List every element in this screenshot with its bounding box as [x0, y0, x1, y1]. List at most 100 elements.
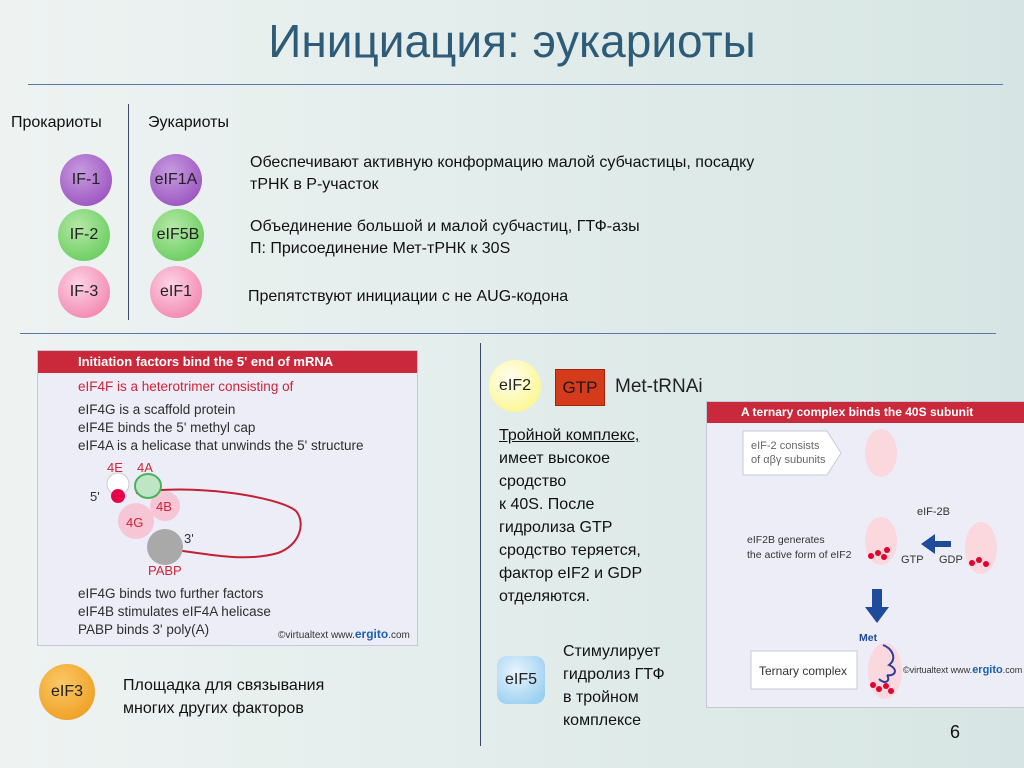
ternary-line-8: отделяются. [499, 585, 642, 608]
figure-left-line-1: eIF4F is a heterotrimer consisting of [78, 379, 293, 394]
ternary-line-6: сродство теряется, [499, 539, 642, 562]
ternary-line-3: сродство [499, 470, 642, 493]
cap-dot [111, 489, 125, 503]
label-4a: 4A [137, 461, 153, 475]
eif5-line-1: Стимулирует [563, 640, 665, 663]
gen-line2: the active form of eIF2 [747, 549, 852, 561]
label-4g: 4G [126, 515, 143, 530]
eif2-consists-line1: eIF-2 consists [751, 440, 820, 452]
row3-description: Препятствуют инициации с не AUG-кодона [248, 286, 568, 308]
eif3-line-2: многих других факторов [123, 697, 324, 720]
ternary-dot-2 [876, 686, 882, 692]
figure-left-line-4: eIF4A is a helicase that unwinds the 5' … [78, 438, 363, 453]
figure-left-credit: ©virtualtext www.ergito.com [278, 627, 410, 641]
eif5-circle: eIF5 [497, 656, 545, 704]
eif2-arrow-shape [743, 431, 841, 475]
left-arrow-icon [921, 534, 951, 554]
eif1a-circle: eIF1A [150, 154, 202, 206]
gdp-dot-3 [983, 561, 989, 567]
ternary-line-1: Тройной комплекс, [499, 424, 642, 447]
row1-desc-line1: Обеспечивают активную конформацию малой … [250, 152, 754, 174]
gdp-dot-2 [976, 557, 982, 563]
eif5b-label: eIF5B [157, 226, 200, 244]
eif2-gdp-oval [965, 522, 997, 574]
eif2-consists-line2: of αβγ subunits [751, 454, 826, 466]
eif2-circle: eIF2 [489, 360, 541, 412]
mrna-diagram: 4E 4A 5' 4B 4G 3' PABP [38, 461, 417, 591]
if2-label: IF-2 [70, 226, 98, 244]
figure-left-bottom-1: eIF4G binds two further factors [78, 586, 263, 601]
ternary-line-5: гидролиза GTP [499, 516, 642, 539]
eif3-description: Площадка для связывания многих других фа… [123, 674, 324, 720]
eif2-oval [865, 429, 897, 477]
met-label: Met [859, 632, 878, 644]
if3-circle: IF-3 [58, 266, 110, 318]
credit-ergito-right: ergito [972, 664, 1003, 676]
column-divider [128, 104, 129, 320]
ternary-oval [868, 643, 902, 699]
eif5-description: Стимулирует гидролиз ГТФ в тройном компл… [563, 640, 665, 732]
gtp-label: GTP [563, 378, 598, 398]
eif5b-circle: eIF5B [152, 209, 204, 261]
bottom-divider [480, 343, 481, 746]
ternary-line-4: к 40S. После [499, 493, 642, 516]
if1-circle: IF-1 [60, 154, 112, 206]
eif1-circle: eIF1 [150, 266, 202, 318]
credit-com: .com [388, 630, 410, 641]
page-title: Инициация: эукариоты [0, 14, 1024, 68]
label-5prime: 5' [90, 489, 100, 504]
eif5-label: eIF5 [505, 671, 537, 689]
credit-com-right: .com [1003, 665, 1023, 675]
label-4b: 4B [156, 499, 172, 514]
gtp-box: GTP [555, 369, 605, 406]
eif3-label: eIF3 [51, 683, 83, 701]
gen-line1: eIF2B generates [747, 534, 825, 546]
met-trnai-label: Met-tRNAi [615, 376, 703, 398]
if3-label: IF-3 [70, 283, 98, 301]
figure-left-header: Initiation factors bind the 5' end of mR… [38, 351, 417, 373]
label-4e: 4E [107, 461, 123, 475]
gtp-dot-4 [884, 547, 890, 553]
ternary-dot-4 [888, 688, 894, 694]
figure-left-line-3: eIF4E binds the 5' methyl cap [78, 420, 255, 435]
eif2b-label: eIF-2B [917, 506, 950, 518]
pabp-shape [147, 529, 183, 565]
credit-www: www. [331, 630, 355, 641]
prokaryotes-header: Прокариоты [11, 114, 102, 132]
title-underline [28, 84, 1003, 85]
if1-label: IF-1 [72, 171, 100, 189]
eif5-line-3: в тройном [563, 686, 665, 709]
eif4a-shape [135, 474, 161, 498]
gtp-dot-2 [875, 550, 881, 556]
fig-gdp-label: GDP [939, 554, 963, 566]
row2-desc-line2: П: Присоединение Мет-тРНК к 30S [250, 238, 640, 260]
figure-left-bottom-3: PABP binds 3' poly(A) [78, 622, 209, 637]
eif3-line-1: Площадка для связывания [123, 674, 324, 697]
eif3-circle: eIF3 [39, 664, 95, 720]
row2-description: Объединение большой и малой субчастиц, Г… [250, 216, 640, 260]
figure-left-bottom-2: eIF4B stimulates eIF4A helicase [78, 604, 271, 619]
credit-www-right: www. [951, 665, 973, 675]
page-number: 6 [950, 722, 960, 743]
credit-text: ©virtualtext [278, 630, 328, 641]
eukaryotes-header: Эукариоты [148, 114, 229, 132]
credit-ergito: ergito [355, 627, 388, 641]
section-divider [20, 333, 996, 334]
figure-left-line-2: eIF4G is a scaffold protein [78, 402, 235, 417]
eif5-line-4: комплексе [563, 709, 665, 732]
label-3prime: 3' [184, 531, 194, 546]
row1-description: Обеспечивают активную конформацию малой … [250, 152, 754, 196]
credit-text-right: ©virtualtext [903, 665, 948, 675]
gtp-dot-1 [868, 553, 874, 559]
row3-desc-line1: Препятствуют инициации с не AUG-кодона [248, 286, 568, 308]
label-pabp: PABP [148, 563, 182, 578]
eif1a-label: eIF1A [155, 171, 198, 189]
ternary-line-7: фактор eIF2 и GDP [499, 562, 642, 585]
if2-circle: IF-2 [58, 209, 110, 261]
ternary-dot-3 [883, 683, 889, 689]
ternary-dot-1 [870, 682, 876, 688]
ternary-line-2: имеет высокое [499, 447, 642, 470]
row1-desc-line2: тРНК в Р-участок [250, 174, 754, 196]
figure-right-credit: ©virtualtext www.ergito.com [903, 664, 1022, 676]
eif2-label: eIF2 [499, 377, 531, 395]
